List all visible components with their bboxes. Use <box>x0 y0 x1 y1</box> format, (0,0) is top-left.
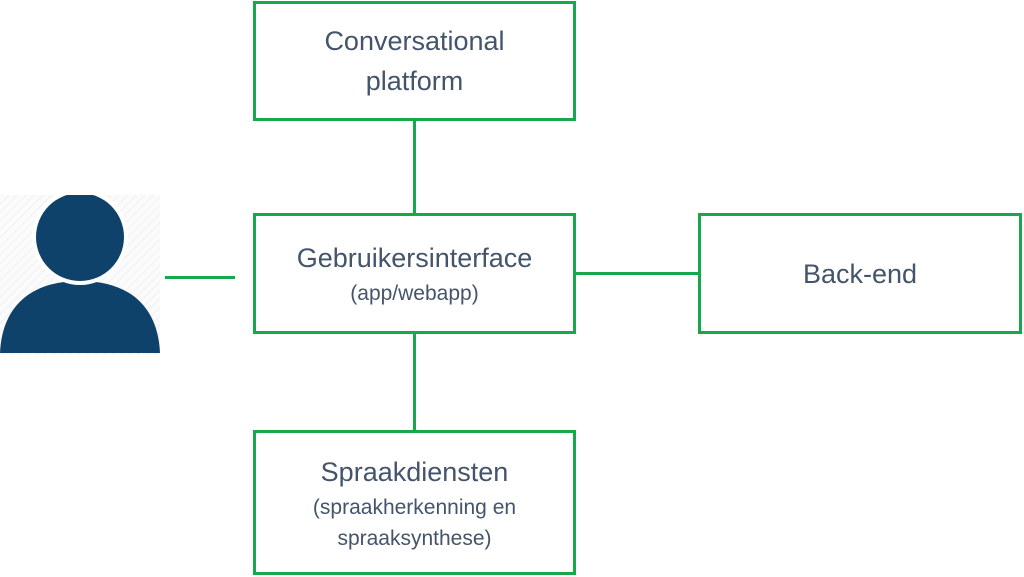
speech-services-subtitle-line2: spraaksynthese) <box>337 526 492 550</box>
speech-services-title: Spraakdiensten <box>320 456 509 487</box>
conversational-platform-title-line1: Conversational <box>324 26 505 56</box>
back-end-title: Back-end <box>802 258 918 289</box>
conversational-platform-title-line2: platform <box>365 66 464 96</box>
user-interface-title: Gebruikersinterface <box>296 243 533 273</box>
person-icon <box>0 195 160 355</box>
connector-user-to-ui <box>165 276 235 279</box>
connector-ui-to-speech <box>413 334 416 430</box>
connector-ui-to-backend <box>576 272 698 275</box>
back-end-box: Back-end <box>698 213 1022 334</box>
user-interface-box: Gebruikersinterface (app/webapp) <box>253 213 576 334</box>
connector-ui-to-platform <box>413 121 416 213</box>
speech-services-box: Spraakdiensten (spraakherkenning en spra… <box>253 430 576 575</box>
conversational-platform-box: Conversational platform <box>253 1 576 121</box>
speech-services-subtitle-line1: (spraakherkenning en <box>312 495 517 519</box>
user-interface-subtitle: (app/webapp) <box>350 282 479 305</box>
